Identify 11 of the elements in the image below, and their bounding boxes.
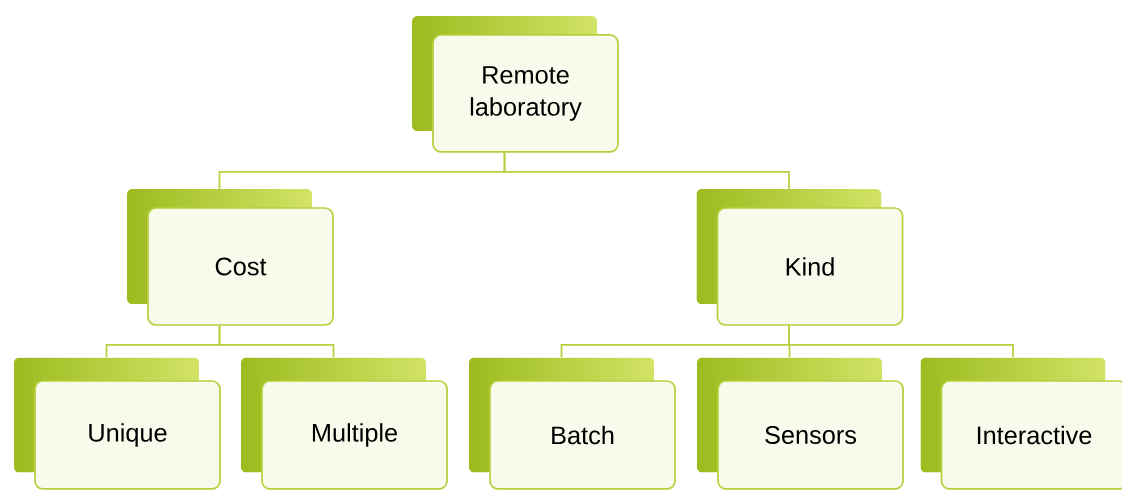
process-box: Remote laboratory	[432, 34, 619, 153]
process-box: Sensors	[717, 380, 904, 490]
connector-line	[503, 152, 790, 190]
process-box: Unique	[34, 380, 221, 490]
process-box: Batch	[489, 380, 676, 490]
process-box: Interactive	[940, 380, 1122, 490]
process-box: Cost	[147, 207, 334, 326]
connector-line	[218, 325, 335, 359]
process-box: Multiple	[261, 380, 448, 490]
process-box: Kind	[716, 207, 904, 326]
connector-line	[788, 325, 1014, 359]
